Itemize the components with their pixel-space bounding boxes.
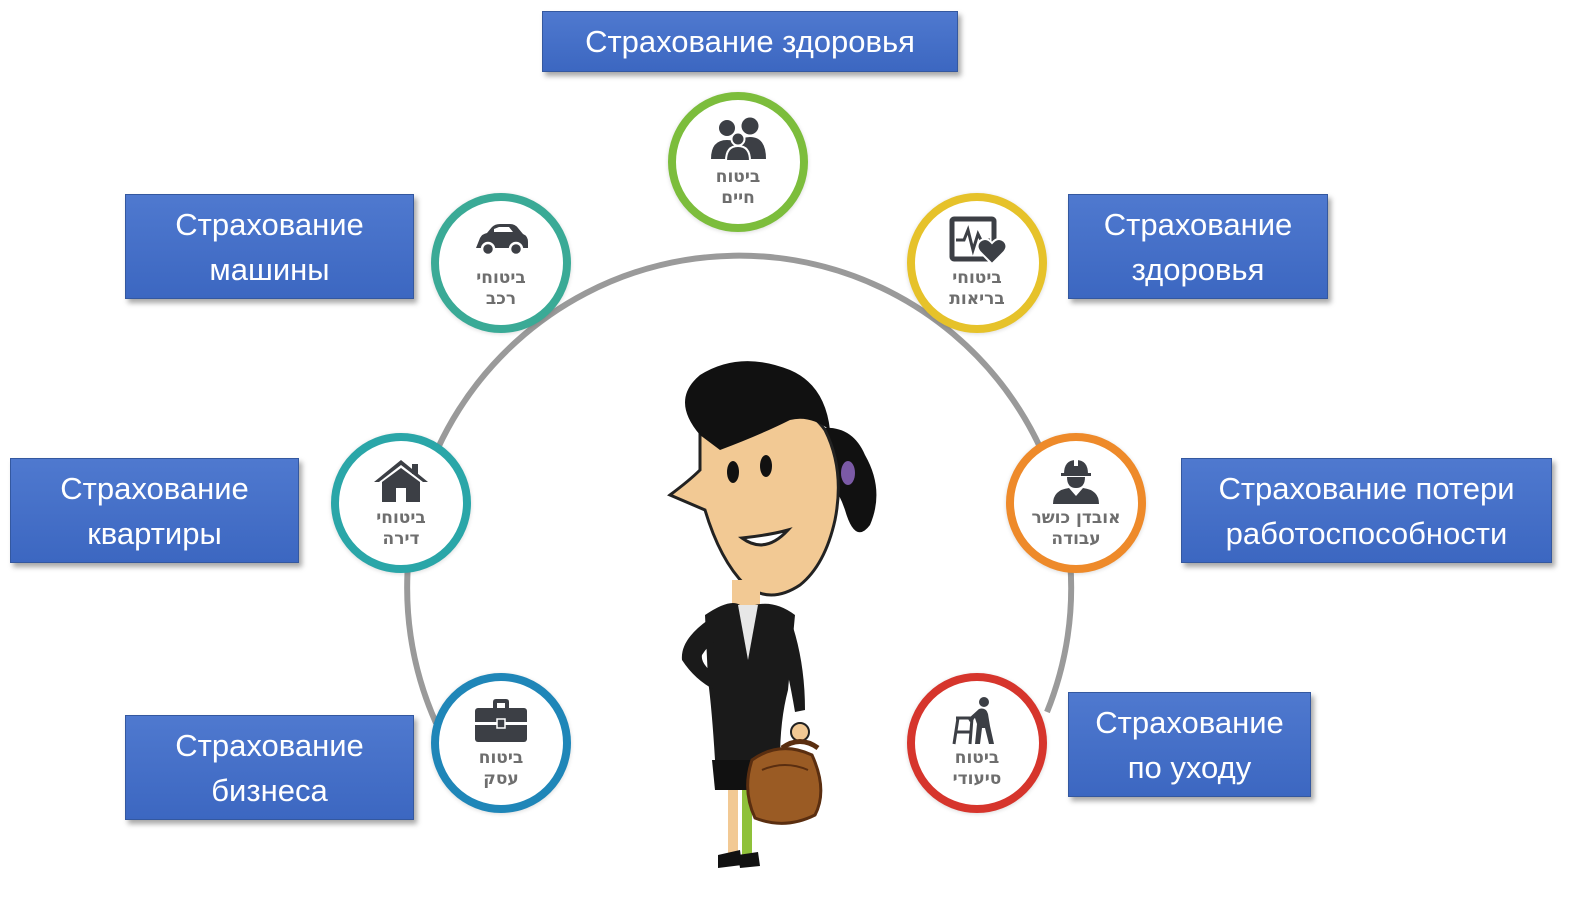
- label-line: по уходу: [1127, 749, 1252, 785]
- label-line: машины: [209, 251, 330, 287]
- car-icon: [476, 224, 528, 257]
- label-health-insurance: Страхование здоровья: [1068, 194, 1328, 299]
- node-text-line: עבודה: [1051, 529, 1101, 549]
- label-top-health-insurance: Страхование здоровья: [542, 11, 958, 72]
- node-health-text: ביטוחי בריאות: [949, 268, 1004, 310]
- node-text-line: ביטוחי: [952, 268, 1002, 288]
- node-car-insurance[interactable]: ביטוחי רכב: [431, 193, 571, 333]
- label-line: Страхование: [1095, 704, 1284, 740]
- node-text-line: ביטוחי: [476, 268, 526, 288]
- label-line: работоспособности: [1225, 515, 1508, 551]
- node-care-text: ביטוח סיעודי: [953, 748, 1002, 790]
- node-text-line: ביטוח: [715, 167, 761, 187]
- house-icon: [374, 460, 428, 502]
- node-text-line: דירה: [382, 529, 420, 549]
- label-line: квартиры: [87, 515, 222, 551]
- node-text-line: בריאות: [949, 289, 1005, 309]
- node-text-line: ביטוחי: [376, 508, 426, 528]
- label-line: Страхование: [175, 206, 364, 242]
- node-text-line: עסק: [483, 769, 519, 789]
- label-line: Страхование потери: [1218, 470, 1515, 506]
- label-line: бизнеса: [211, 772, 328, 808]
- label-line: Страхование: [175, 727, 364, 763]
- node-disability-insurance[interactable]: אובדן כושר עבודה: [1006, 433, 1146, 573]
- label-line: Страхование: [60, 470, 249, 506]
- node-text-line: אובדן כושר: [1031, 508, 1121, 528]
- businesswoman-illustration: [667, 361, 877, 868]
- label-care-insurance: Страхование по уходу: [1068, 692, 1311, 797]
- node-disability-text: אובדן כושר עבודה: [1032, 508, 1121, 550]
- health-monitor-icon: [949, 216, 1008, 266]
- node-text-line: ביטוח: [478, 748, 524, 768]
- walker-icon: [952, 697, 994, 745]
- node-life-text: ביטוח חיים: [716, 167, 760, 209]
- node-care-insurance[interactable]: ביטוח סיעודי: [907, 673, 1047, 813]
- label-line: здоровья: [1131, 251, 1265, 287]
- label-apartment-insurance: Страхование квартиры: [10, 458, 299, 563]
- label-line: Страхование: [1103, 206, 1293, 242]
- label-business-insurance: Страхование бизнеса: [125, 715, 414, 820]
- node-text-line: רכב: [485, 289, 517, 309]
- node-apartment-text: ביטוחי דירה: [376, 508, 425, 550]
- node-text-line: חיים: [721, 188, 755, 208]
- node-apartment-insurance[interactable]: ביטוחי דירה: [331, 433, 471, 573]
- label-car-insurance: Страхование машины: [125, 194, 414, 299]
- node-business-insurance[interactable]: ביטוח עסק: [431, 673, 571, 813]
- label-line: Страхование здоровья: [585, 24, 915, 59]
- node-text-line: ביטוח: [954, 748, 1000, 768]
- briefcase-icon: [475, 699, 527, 742]
- label-disability-insurance: Страхование потери работоспособности: [1181, 458, 1552, 563]
- node-text-line: סיעודי: [952, 769, 1002, 789]
- node-car-text: ביטוחי רכב: [476, 268, 525, 310]
- node-health-insurance[interactable]: ביטוחי בריאות: [907, 193, 1047, 333]
- worker-icon: [1053, 458, 1099, 504]
- family-icon: [711, 117, 766, 162]
- node-life-insurance[interactable]: ביטוח חיים: [668, 92, 808, 232]
- node-business-text: ביטוח עסק: [479, 748, 523, 790]
